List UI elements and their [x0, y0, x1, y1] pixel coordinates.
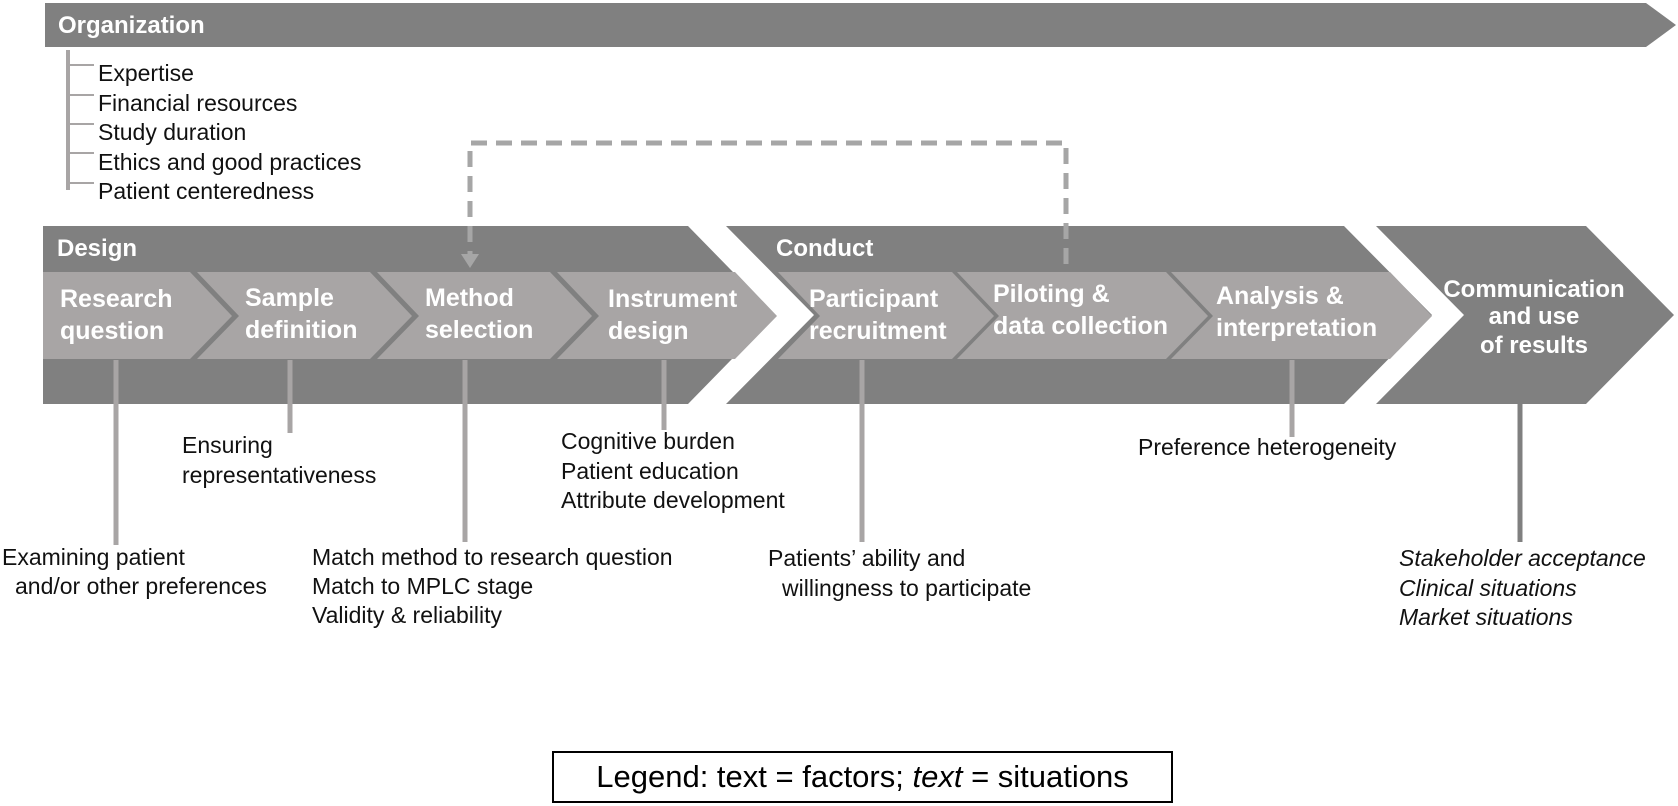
step-piloting-data-collection	[957, 272, 1208, 359]
conduct-title: Conduct	[776, 235, 873, 262]
step-sample-definition	[197, 272, 412, 359]
factor-text: representativeness	[182, 462, 376, 488]
step-research-question	[43, 272, 232, 359]
step-label: Instrument	[608, 285, 738, 313]
organization-band	[45, 3, 1676, 47]
legend-situations-sample: text	[912, 759, 963, 794]
factor-connectors	[113, 360, 1295, 545]
step-label: Piloting &	[993, 280, 1110, 308]
step-label: interpretation	[1216, 314, 1377, 342]
step-method-selection	[377, 272, 592, 359]
factor-text: Match method to research question	[312, 544, 673, 570]
factor-text: Patients’ ability and	[768, 545, 965, 571]
organization-tree	[66, 50, 94, 190]
design-title: Design	[57, 235, 137, 262]
step-label: definition	[245, 316, 357, 344]
step-label: design	[608, 317, 689, 345]
factor-text: Ensuring	[182, 432, 273, 458]
factor-text: Attribute development	[561, 487, 785, 513]
step-label: Research	[60, 285, 173, 313]
step-label: recruitment	[809, 317, 947, 345]
legend-situations-label: = situations	[962, 759, 1129, 794]
organization-item: Financial resources	[98, 90, 297, 116]
feedback-dashed-arrow	[461, 140, 1069, 268]
organization-item: Ethics and good practices	[98, 149, 361, 175]
communication-label: and use	[1489, 303, 1580, 330]
step-instrument-design	[557, 272, 777, 359]
factor-text: Cognitive burden	[561, 428, 735, 454]
step-label: selection	[425, 316, 533, 344]
communication-band	[1376, 226, 1674, 404]
organization-title: Organization	[58, 12, 205, 39]
organization-item: Patient centeredness	[98, 178, 314, 204]
communication-label: of results	[1480, 332, 1588, 359]
communication-label: Communication	[1443, 276, 1624, 303]
factor-text: Patient education	[561, 458, 739, 484]
legend-box: Legend: text = factors; text = situation…	[552, 751, 1173, 803]
factor-text: and/or other preferences	[15, 573, 267, 599]
legend-prefix: Legend:	[596, 759, 717, 794]
situation-text: Stakeholder acceptance	[1399, 545, 1646, 571]
factor-text: willingness to participate	[781, 575, 1031, 601]
step-participant-recruitment	[778, 272, 994, 359]
legend-factors-sample: text	[716, 759, 767, 794]
step-label: question	[60, 317, 164, 345]
organization-item: Expertise	[98, 60, 194, 86]
factor-text: Preference heterogeneity	[1138, 434, 1397, 460]
situation-text: Clinical situations	[1399, 575, 1577, 601]
step-label: data collection	[993, 312, 1168, 340]
factor-text: Match to MPLC stage	[312, 573, 533, 599]
organization-item: Study duration	[98, 119, 246, 145]
step-label: Sample	[245, 284, 334, 312]
step-label: Participant	[809, 285, 939, 313]
step-label: Analysis &	[1216, 282, 1344, 310]
factor-text: Validity & reliability	[312, 602, 503, 628]
situation-text: Market situations	[1399, 604, 1573, 630]
factor-text: Examining patient	[2, 544, 185, 570]
step-label: Method	[425, 284, 514, 312]
step-analysis-interpretation	[1171, 272, 1432, 359]
legend-factors-label: = factors;	[766, 759, 913, 794]
